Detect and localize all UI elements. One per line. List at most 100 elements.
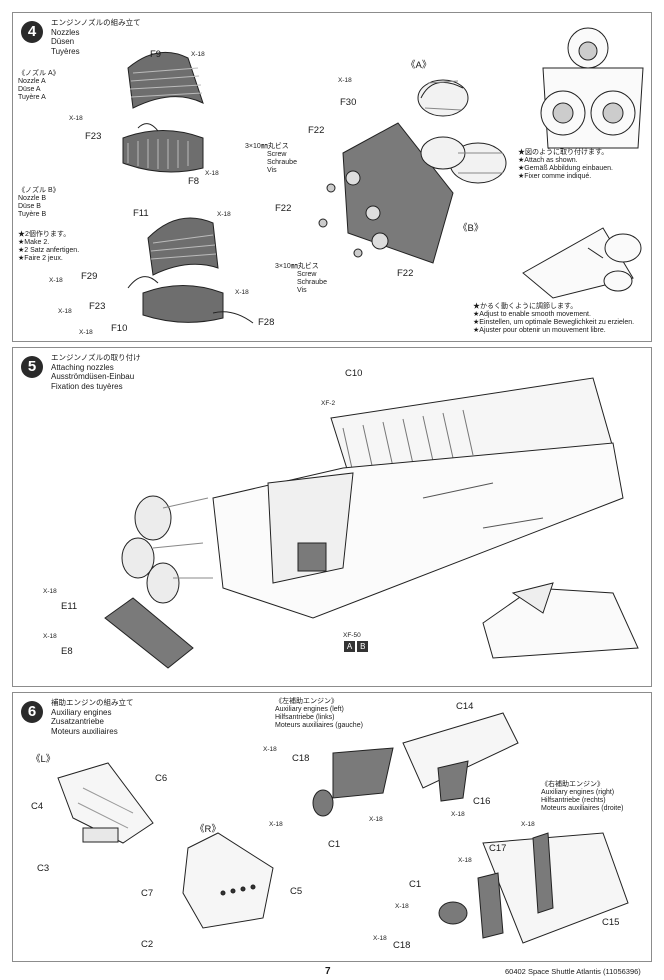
right-engine-en: Auxiliary engines (right) [541, 789, 615, 796]
paint-ref: X-18 [49, 277, 63, 284]
nozzle-b-jp: 《ノズル B》 [18, 187, 60, 194]
right-engine-assembly [438, 832, 629, 944]
movement-inset [522, 227, 642, 299]
nozzle-a-fr: Tuyère A [18, 94, 46, 101]
step-title-de: Ausströmdüsen-Einbau [51, 372, 135, 381]
part-label-c1-b: C1 [409, 879, 422, 890]
nozzle-b-drawing [127, 217, 254, 324]
adjust-fr: ★Ajuster pour obtenir un mouvement libre… [473, 327, 606, 334]
part-label-c18: C18 [292, 753, 310, 764]
make-2-note: ★2個作ります。 ★Make 2. ★2 Satz anfertigen. ★F… [18, 231, 79, 263]
subassembly-b-letter: B [467, 223, 474, 234]
fuselage-drawing [212, 442, 624, 619]
step-title-de: Düsen [51, 37, 75, 46]
attach-fr: ★Fixer comme indiqué. [518, 173, 592, 180]
step-title-jp: 補助エンジンの組み立て [51, 698, 134, 707]
nozzle-a-de: Düse A [18, 86, 41, 93]
step-title: 補助エンジンの組み立て Auxiliary engines Zusatzantr… [51, 698, 134, 736]
nozzle-b-caption: 《ノズル B》 Nozzle B Düse B Tuyère B [18, 187, 60, 219]
step-5-panel: 5 エンジンノズルの取り付け Attaching nozzles Ausströ… [12, 347, 652, 687]
make-2-en: ★Make 2. [18, 239, 50, 246]
make-2-fr: ★Faire 2 jeux. [18, 255, 63, 262]
part-label-c7: C7 [141, 888, 154, 899]
screw-note-top: 3×10㎜丸ビス Screw Schraube Vis [245, 143, 297, 175]
make-2-de: ★2 Satz anfertigen. [18, 247, 80, 254]
engine-bells-drawing [417, 79, 507, 184]
auxiliary-engines-drawing [57, 712, 629, 944]
step-title-jp: エンジンノズルの組み立て [51, 18, 141, 27]
nozzle-a-jp: 《ノズル A》 [18, 70, 60, 77]
attach-jp: ★図のように取り付けます。 [518, 149, 609, 156]
part-label-f29: F29 [81, 271, 98, 282]
paint-ref: X-18 [369, 816, 383, 823]
left-engine-de: Hilfsantriebe (links) [275, 714, 335, 721]
paint-ref: X-18 [43, 588, 57, 595]
nozzle-a-caption: 《ノズル A》 Nozzle A Düse A Tuyère A [18, 70, 60, 102]
adjust-note: ★かるく動くように調節します。 ★Adjust to enable smooth… [473, 303, 634, 335]
part-label-f28: F28 [258, 317, 275, 328]
page-number: 7 [325, 966, 331, 977]
left-engine-caption: 《左補助エンジン》 Auxiliary engines (left) Hilfs… [275, 698, 363, 730]
step-number: 6 [21, 701, 43, 723]
paint-ref: X-18 [269, 821, 283, 828]
main-engines-drawing [121, 495, 213, 604]
right-engine-fr: Moteurs auxiliaires (droite) [541, 805, 624, 812]
paint-ref: X-18 [69, 115, 83, 122]
part-label-e11: E11 [61, 601, 78, 612]
step-6-panel: 6 補助エンジンの組み立て Auxiliary engines Zusatzan… [12, 692, 652, 962]
paint-ref: X-18 [373, 935, 387, 942]
part-label-c3: C3 [37, 863, 50, 874]
paint-ref: X-18 [43, 633, 57, 640]
right-engine-caption: 《右補助エンジン》 Auxiliary engines (right) Hilf… [541, 781, 623, 813]
screw-note-bottom: 3×10㎜丸ビス Screw Schraube Vis [275, 263, 327, 295]
step-title-en: Nozzles [51, 27, 80, 37]
rear-view-inset [540, 27, 644, 149]
step-number: 5 [21, 356, 43, 378]
paint-box-b: B [357, 641, 369, 652]
screw-top-de: Schraube [267, 159, 297, 166]
right-engine-de: Hilfsantriebe (rechts) [541, 797, 606, 804]
part-label-c15: C15 [602, 917, 620, 928]
panels-e11-e8 [104, 597, 194, 669]
paint-ref: X-18 [338, 77, 352, 84]
paint-ref: X-18 [235, 289, 249, 296]
paint-ref: X-18 [458, 857, 472, 864]
paint-box-a: A [344, 641, 355, 652]
paint-ref: XF-2 [321, 400, 336, 407]
screw-bottom-de: Schraube [297, 279, 327, 286]
paint-ref: X-18 [58, 308, 72, 315]
footer-title: 60402 Space Shuttle Atlantis (11056396) [505, 967, 641, 976]
adjust-de: ★Einstellen, um optimale Beweglichkeit z… [473, 319, 635, 326]
screw-bottom-jp: 3×10㎜丸ビス [275, 263, 319, 270]
screw-bottom-en: Screw [297, 271, 317, 278]
part-label-c17: C17 [489, 843, 507, 854]
paint-ref: X-18 [205, 170, 219, 177]
step-number: 4 [21, 21, 43, 43]
paint-ref: X-18 [79, 329, 93, 336]
left-engine-fr: Moteurs auxiliaires (gauche) [275, 722, 363, 729]
step-title-fr: Fixation des tuyères [51, 381, 123, 391]
fuselage-assembly-drawing [104, 377, 639, 669]
subassembly-label-b: 《B》 [458, 223, 484, 234]
part-label-f23: F23 [85, 131, 102, 142]
step-title-fr: Tuyères [51, 46, 80, 56]
screw-top-jp: 3×10㎜丸ビス [245, 143, 289, 150]
step-title-en: Attaching nozzles [51, 362, 114, 372]
part-label-f30: F30 [340, 97, 357, 108]
paint-ref: XF-50 [343, 632, 361, 639]
paint-ref: X-18 [263, 746, 277, 753]
step-title: エンジンノズルの取り付け Attaching nozzles Ausströmd… [51, 353, 141, 391]
view-mark-r: 《R》 [195, 824, 221, 835]
screw-bottom-fr: Vis [297, 287, 307, 294]
part-label-f22-a: F22 [308, 125, 325, 136]
part-label-c14: C14 [456, 701, 474, 712]
part-label-f11: F11 [133, 208, 149, 219]
part-label-f9: F9 [150, 49, 162, 60]
adjust-en: ★Adjust to enable smooth movement. [473, 311, 591, 318]
part-label-c5: C5 [290, 886, 303, 897]
part-label-f8: F8 [188, 176, 200, 187]
step-title: エンジンノズルの組み立て Nozzles Düsen Tuyères [51, 18, 141, 56]
attach-note: ★図のように取り付けます。 ★Attach as shown. ★Gemäß A… [518, 149, 613, 181]
step-4-panel: 4 エンジンノズルの組み立て Nozzles Düsen Tuyères [12, 12, 652, 342]
make-2-jp: ★2個作ります。 [18, 231, 71, 238]
